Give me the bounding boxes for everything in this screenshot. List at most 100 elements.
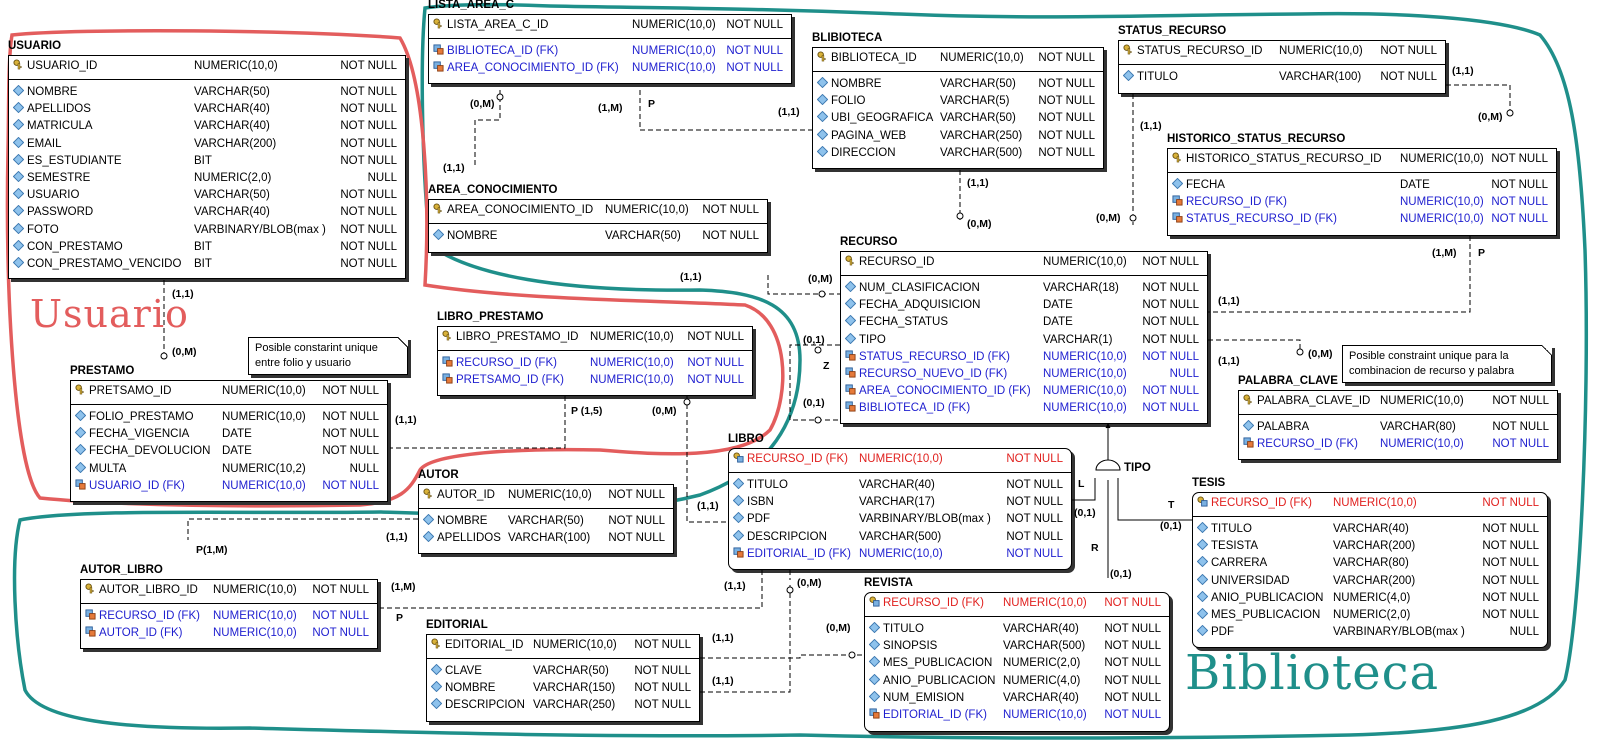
column-row[interactable]: EDITORIAL_ID (FK)NUMERIC(10,0)NOT NULL [865,707,1169,724]
column-row[interactable]: AUTOR_ID (FK)NUMERIC(10,0)NOT NULL [81,625,377,642]
column-row[interactable]: RECURSO_ID (FK)NUMERIC(10,0)NOT NULL [865,595,1169,612]
column-row[interactable]: RECURSO_ID (FK)NUMERIC(10,0)NOT NULL [81,608,377,625]
column-row[interactable]: PRETSAMO_ID (FK)NUMERIC(10,0)NOT NULL [438,372,752,389]
column-row[interactable]: USUARIO_ID (FK)NUMERIC(10,0)NOT NULL [71,478,387,495]
column-row[interactable]: STATUS_RECURSO_ID (FK)NUMERIC(10,0)NOT N… [841,349,1207,366]
column-field: HISTORICO_STATUS_RECURSO_ID [1186,153,1382,165]
column-row[interactable]: RECURSO_NUEVO_ID (FK)NUMERIC(10,0)NULL [841,366,1207,383]
column-row[interactable]: RECURSO_ID (FK)NUMERIC(10,0)NOT NULL [1239,436,1557,453]
column-name: ANIO_PUBLICACION [869,673,995,690]
column-row[interactable]: AREA_CONOCIMIENTO_ID (FK)NUMERIC(10,0)NO… [841,383,1207,400]
column-row[interactable]: RECURSO_ID (FK)NUMERIC(10,0)NOT NULL [729,451,1071,468]
column-row[interactable]: EDITORIAL_ID (FK)NUMERIC(10,0)NOT NULL [729,546,1071,563]
column-row[interactable]: RECURSO_ID (FK)NUMERIC(10,0)NOT NULL [438,355,752,372]
column-row[interactable]: RECURSO_ID (FK)NUMERIC(10,0)NOT NULL [1168,194,1556,211]
column-row[interactable]: BIBLIOTECA_ID (FK)NUMERIC(10,0)NOT NULL [841,400,1207,417]
column-row[interactable]: BIBLIOTECA_ID (FK)NUMERIC(10,0)NOT NULL [429,43,791,60]
column-row[interactable]: AREA_CONOCIMIENTO_ID (FK)NUMERIC(10,0)NO… [429,60,791,77]
column-field: CARRERA [1211,557,1268,570]
column-row[interactable]: STATUS_RECURSO_ID (FK)NUMERIC(10,0)NOT N… [1168,211,1556,228]
column-row[interactable]: RECURSO_ID (FK)NUMERIC(10,0)NOT NULL [1193,495,1547,512]
